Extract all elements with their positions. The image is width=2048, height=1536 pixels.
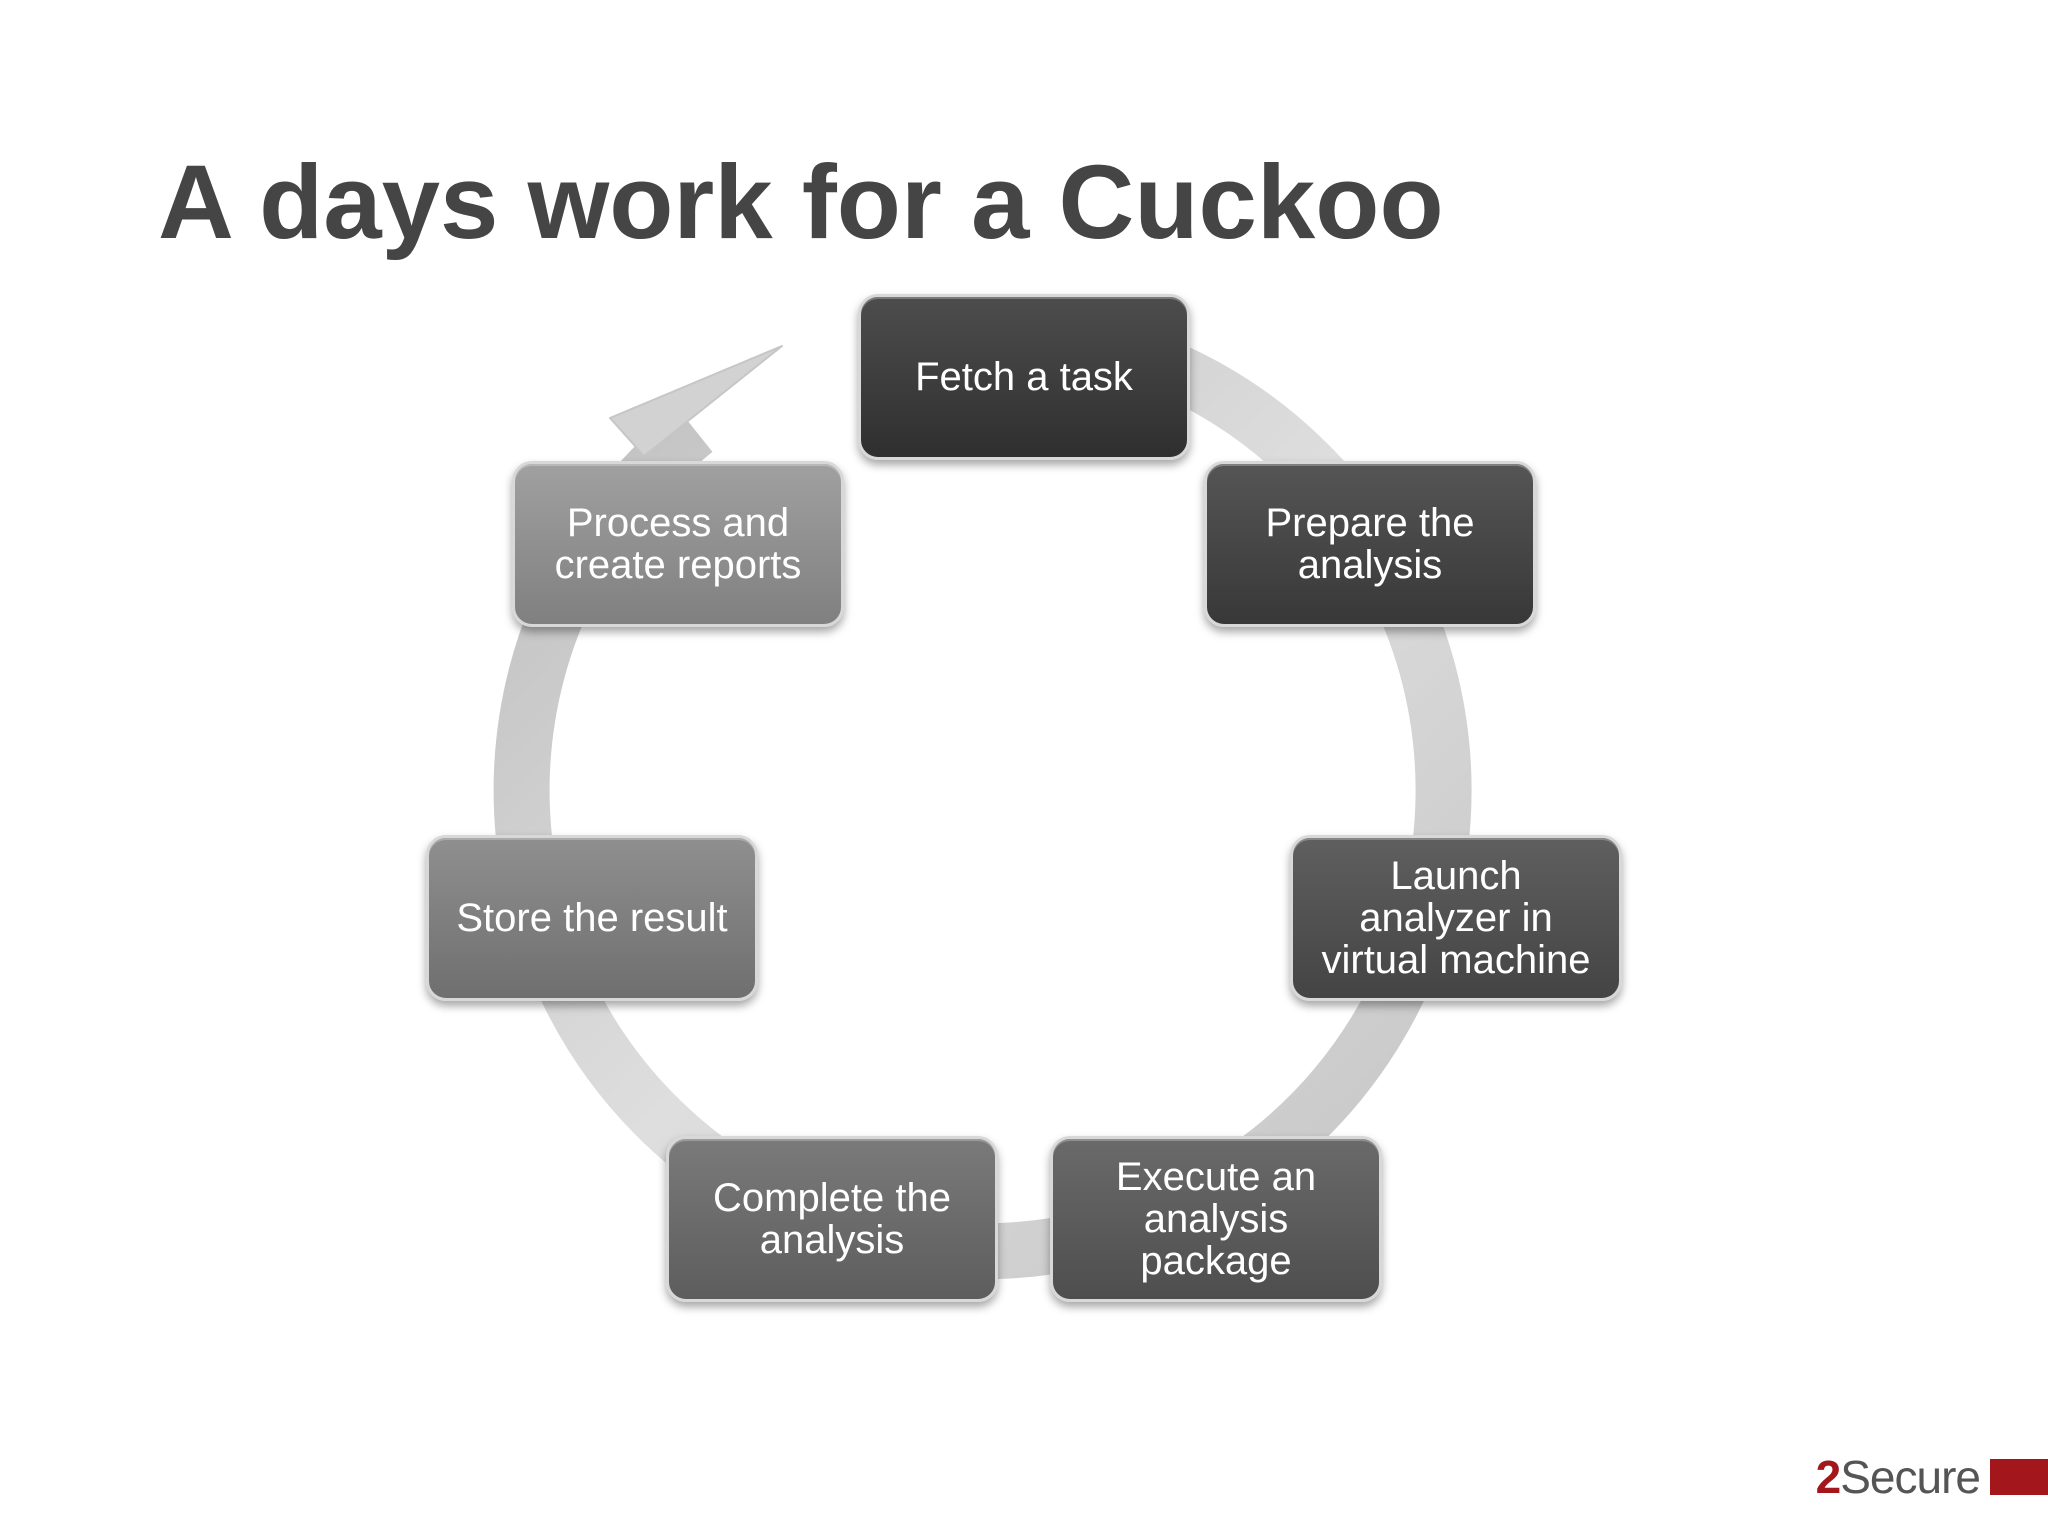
step-fetch-task: Fetch a task [858, 294, 1190, 460]
step-launch-analyzer: Launch analyzer in virtual machine [1290, 835, 1622, 1001]
cycle-arrowhead [609, 345, 783, 457]
step-label: Fetch a task [915, 355, 1133, 399]
step-complete-analysis: Complete the analysis [666, 1136, 998, 1302]
step-label: Prepare the analysis [1265, 501, 1475, 587]
step-process-reports: Process and create reports [512, 461, 844, 627]
company-logo: 2Secure [1816, 1454, 2048, 1500]
slide-title: A days work for a Cuckoo [158, 144, 1444, 261]
logo-digit: 2 [1815, 1451, 1842, 1503]
step-label: Launch analyzer in virtual machine [1321, 854, 1591, 982]
logo-word: Secure [1840, 1451, 1981, 1503]
step-label: Execute an analysis package [1115, 1155, 1317, 1283]
step-label: Complete the analysis [713, 1176, 951, 1262]
step-store-result: Store the result [426, 835, 758, 1001]
step-label: Store the result [456, 896, 728, 940]
step-prepare-analysis: Prepare the analysis [1204, 461, 1536, 627]
step-label: Process and create reports [554, 501, 802, 587]
logo-text: 2Secure [1816, 1454, 1981, 1500]
logo-accent-bar [1990, 1459, 2048, 1495]
step-execute-package: Execute an analysis package [1050, 1136, 1382, 1302]
